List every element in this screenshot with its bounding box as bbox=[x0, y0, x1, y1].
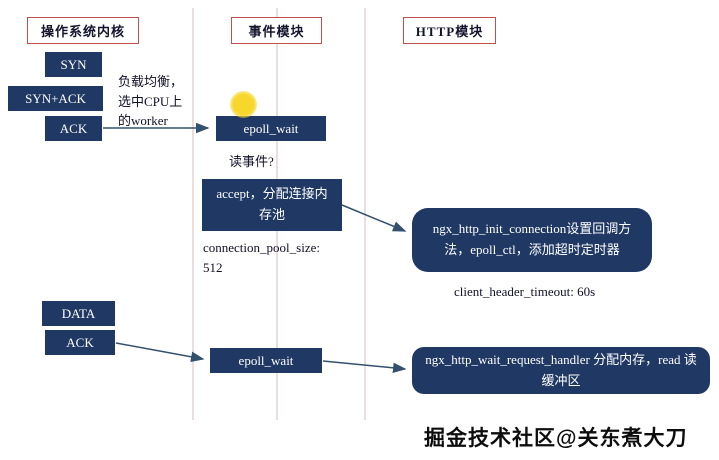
packet-box-syn-ack: SYN+ACK bbox=[8, 86, 103, 111]
packet-box-syn: SYN bbox=[45, 52, 102, 77]
event-box-epoll-wait-2-label: epoll_wait bbox=[238, 352, 294, 368]
http-box-init-connection: ngx_http_init_connection设置回调方法，epoll_ctl… bbox=[412, 208, 652, 272]
lane-header-http-module: HTTP模块 bbox=[403, 17, 496, 44]
note-load-balance: 负载均衡， 选中CPU上 的worker bbox=[118, 74, 184, 128]
packet-box-data-label: DATA bbox=[61, 305, 96, 321]
note-client-header-timeout: client_header_timeout: 60s bbox=[454, 284, 596, 299]
event-box-epoll-wait-2: epoll_wait bbox=[210, 348, 322, 373]
event-box-accept: accept，分配连接内存池 bbox=[202, 179, 342, 231]
http-box-wait-request-handler: ngx_http_wait_request_handler 分配内存，read … bbox=[412, 347, 710, 394]
arrow-ack2-to-epoll-wait-2 bbox=[115, 342, 205, 362]
watermark-text: 掘金技术社区@关东煮大刀 bbox=[424, 427, 688, 450]
note-connection-pool-size: connection_pool_size: 512 bbox=[203, 240, 320, 275]
event-box-epoll-wait-1-label: epoll_wait bbox=[243, 120, 299, 136]
event-box-epoll-wait-1: epoll_wait bbox=[216, 116, 326, 141]
arrow-accept-to-init-connection bbox=[341, 204, 407, 232]
packet-box-syn-ack-label: SYN+ACK bbox=[25, 90, 86, 106]
packet-box-ack-2-label: ACK bbox=[66, 334, 94, 350]
http-box-wait-request-handler-label: ngx_http_wait_request_handler 分配内存，read … bbox=[425, 352, 697, 388]
http-box-init-connection-label: ngx_http_init_connection设置回调方法，epoll_ctl… bbox=[432, 221, 632, 257]
event-box-accept-label: accept，分配连接内存池 bbox=[216, 186, 328, 222]
packet-box-ack-2: ACK bbox=[45, 330, 115, 355]
lane-header-os-kernel-label: 操作系统内核 bbox=[40, 24, 125, 39]
packet-box-syn-label: SYN bbox=[60, 56, 87, 72]
note-read-event: 读事件? bbox=[229, 154, 274, 169]
packet-box-ack-label: ACK bbox=[59, 120, 88, 136]
packet-box-data: DATA bbox=[42, 301, 115, 326]
lane-header-event-module-label: 事件模块 bbox=[248, 24, 305, 39]
lane-header-os-kernel: 操作系统内核 bbox=[27, 17, 139, 44]
lane-header-event-module: 事件模块 bbox=[231, 17, 322, 44]
cursor-highlight bbox=[230, 91, 257, 118]
packet-box-ack: ACK bbox=[45, 116, 102, 141]
lane-header-http-module-label: HTTP模块 bbox=[415, 24, 484, 39]
arrow-epoll-wait-2-to-wait-request bbox=[322, 360, 407, 374]
